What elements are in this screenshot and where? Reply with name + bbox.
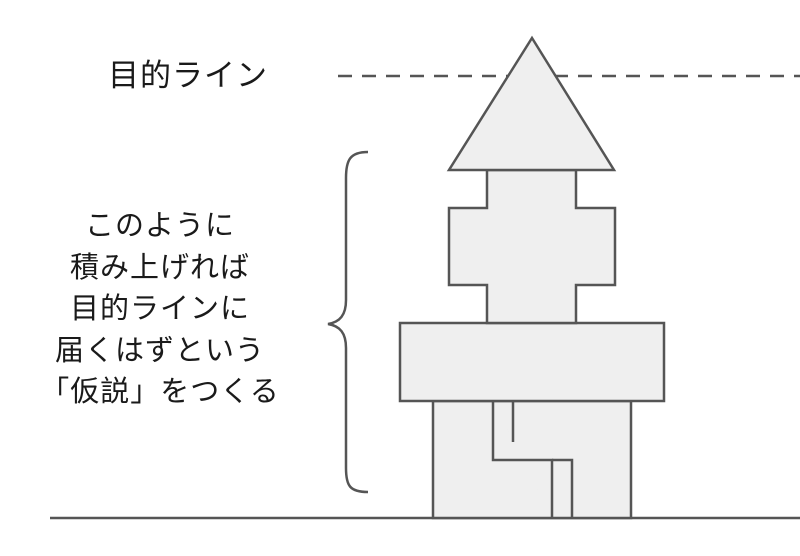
explanation-line-4: 届くはずという xyxy=(54,332,265,367)
cross-block xyxy=(447,168,617,325)
base-left-slot xyxy=(491,401,554,518)
triangle-block xyxy=(446,35,617,172)
goal-line-label: 目的ライン xyxy=(108,58,268,94)
wide-block xyxy=(398,321,666,403)
explanation-line-3: 目的ラインに xyxy=(69,291,250,325)
curly-brace xyxy=(327,150,369,494)
explanation-text: このように 積み上げれば 目的ラインに 届くはずという 「仮説」をつくる xyxy=(0,205,320,413)
explanation-line-5: 「仮説」をつくる xyxy=(40,374,280,408)
explanation-line-1: このように xyxy=(84,208,235,242)
explanation-line-2: 積み上げれば xyxy=(69,249,250,284)
base-right-slot xyxy=(552,458,574,518)
